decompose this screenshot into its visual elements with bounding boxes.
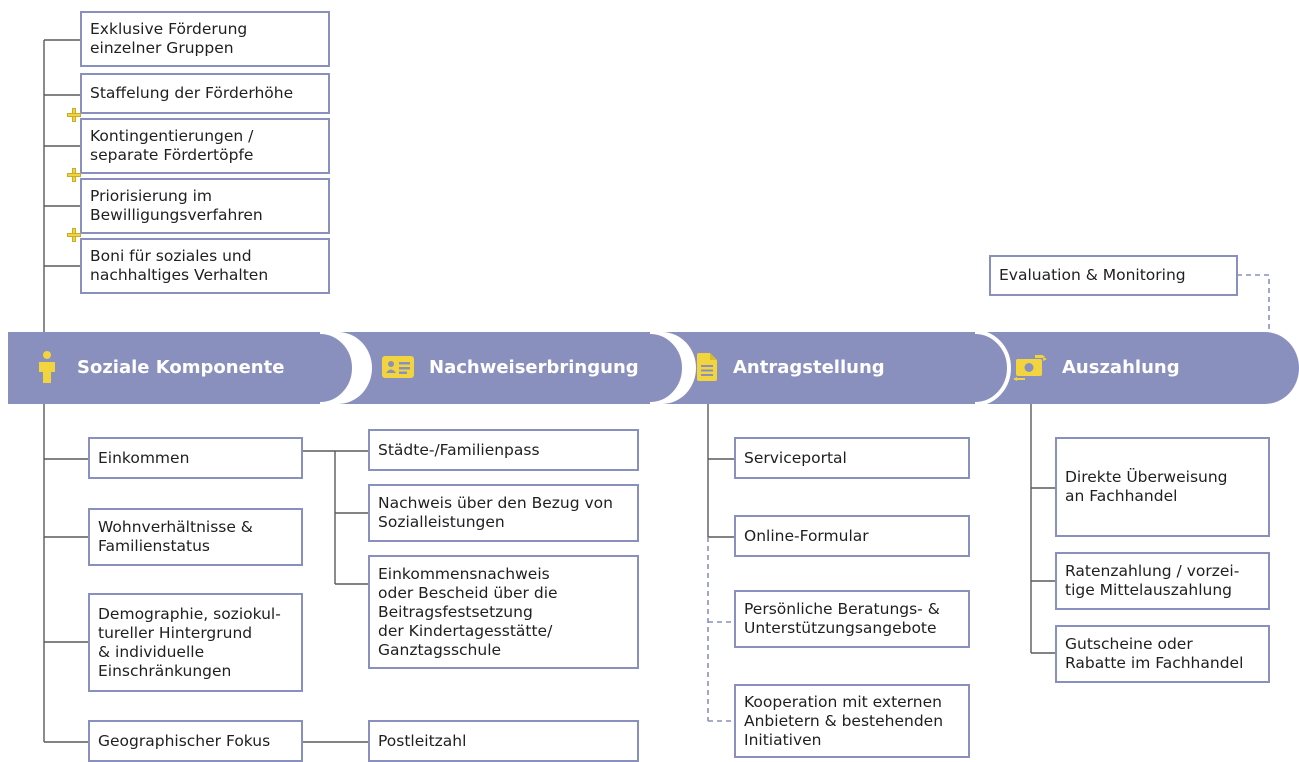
box-sozialleistungen: Nachweis über den Bezug von Sozialleistu… (368, 484, 639, 542)
process-banner (8, 332, 1299, 404)
box-beratung: Persönliche Beratungs- & Unterstützungsa… (734, 590, 970, 648)
id-card-icon (382, 356, 414, 378)
box-geographischer-fokus: Geographischer Fokus (88, 720, 303, 762)
box-gutscheine: Gutscheine oder Rabatte im Fachhandel (1055, 625, 1270, 683)
box-staedtepass: Städte-/Familienpass (368, 429, 639, 471)
person-icon (39, 351, 55, 383)
box-exklusive-foerderung: Exklusive Förderung einzelner Gruppen (80, 11, 330, 67)
plus-icon (67, 228, 81, 242)
stage-bar-nachweiserbringung (338, 332, 684, 404)
box-wohnverhaeltnisse: Wohnverhältnisse & Familienstatus (88, 508, 303, 566)
box-kontingentierungen: Kontingentierungen / separate Fördertöpf… (80, 118, 330, 174)
box-kooperation: Kooperation mit externen Anbietern & bes… (734, 684, 970, 758)
box-direkte-ueberweisung: Direkte Überweisung an Fachhandel (1055, 437, 1270, 537)
stage-bar-soziale-komponente (8, 332, 354, 404)
box-einkommen: Einkommen (88, 437, 303, 479)
box-postleitzahl: Postleitzahl (368, 720, 639, 762)
box-staffelung: Staffelung der Förderhöhe (80, 73, 330, 114)
document-icon (697, 353, 717, 381)
box-serviceportal: Serviceportal (734, 437, 970, 479)
box-einkommensnachweis: Einkommensnachweis oder Bescheid über di… (368, 555, 639, 669)
box-boni: Boni für soziales und nachhaltiges Verha… (80, 238, 330, 294)
plus-icon (67, 168, 81, 182)
box-demographie: Demographie, soziokul- tureller Hintergr… (88, 593, 303, 692)
money-exchange-icon (1013, 355, 1047, 381)
stage-bar-antragstellung (662, 332, 1009, 404)
stage-label-antragstellung: Antragstellung (733, 357, 885, 378)
stage-bar-auszahlung (970, 332, 1299, 404)
box-ratenzahlung: Ratenzahlung / vorzei- tige Mittelauszah… (1055, 552, 1270, 610)
box-evaluation-monitoring: Evaluation & Monitoring (989, 255, 1238, 296)
plus-icon (67, 108, 81, 122)
stage-label-soziale-komponente: Soziale Komponente (77, 357, 285, 378)
stage-label-auszahlung: Auszahlung (1062, 357, 1180, 378)
box-online-formular: Online-Formular (734, 515, 970, 557)
stage-label-nachweiserbringung: Nachweiserbringung (429, 357, 639, 378)
box-priorisierung: Priorisierung im Bewilligungsverfahren (80, 178, 330, 234)
